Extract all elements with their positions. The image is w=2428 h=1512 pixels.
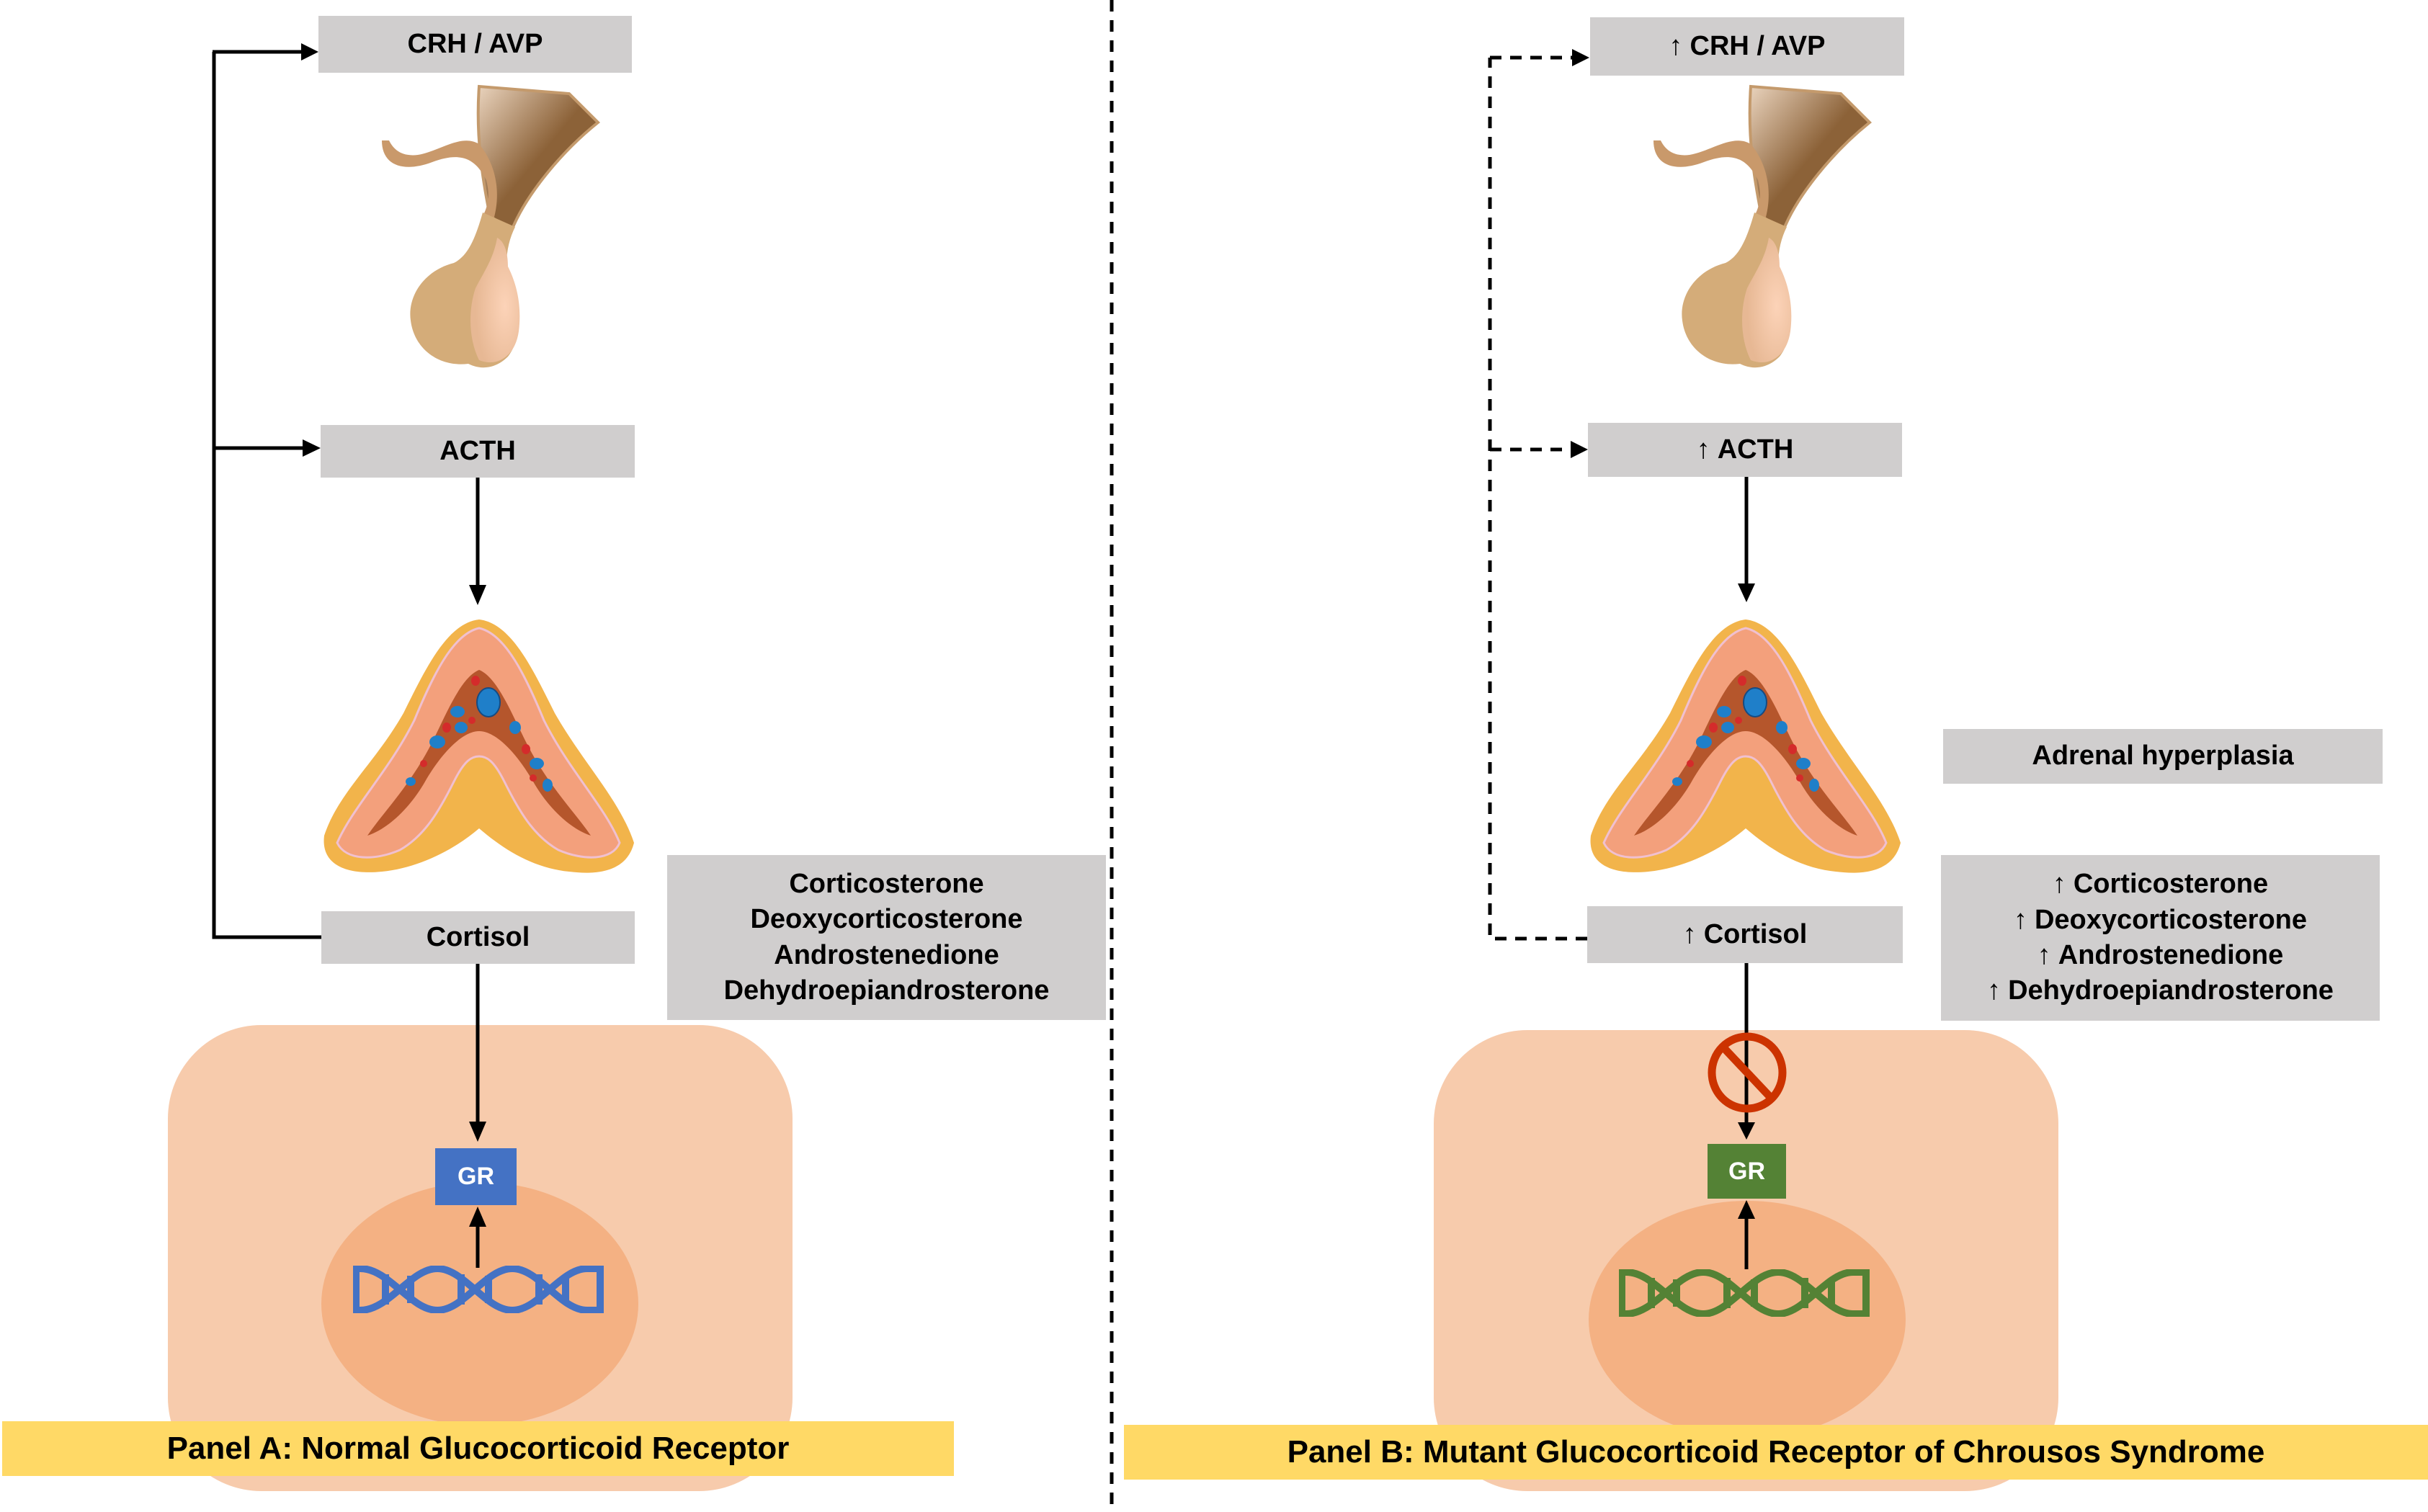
steroids-elevated-box: ↑Corticosterone ↑Deoxycorticosterone ↑An…: [1941, 855, 2380, 1021]
cortisol-label: Cortisol: [426, 921, 530, 952]
adrenal-hyperplasia-label: Adrenal hyperplasia: [2032, 741, 2294, 771]
steroid-item: ↑Corticosterone: [2052, 869, 2269, 900]
steroid-item: Androstenedione: [774, 939, 999, 970]
arrowhead: [1738, 583, 1755, 602]
arrowhead: [301, 43, 318, 61]
up-arrow-icon: ↑: [2013, 904, 2027, 935]
adrenal-hyperplasia-box: Adrenal hyperplasia: [1943, 729, 2383, 784]
up-arrow-icon: ↑: [2037, 940, 2051, 970]
crh-avp-label: CRH / AVP: [407, 28, 543, 59]
acth-elevated-box: ↑ ACTH: [1588, 423, 1902, 477]
steroid-item: ↑Dehydroepiandrosterone: [1987, 975, 2334, 1006]
feedback-line: [1488, 58, 1587, 941]
adrenal-gland-icon: [323, 619, 634, 873]
acth-label: ACTH: [1717, 434, 1794, 465]
gr-box-normal: GR: [435, 1148, 517, 1205]
panel-b-title-text: Panel B: Mutant Glucocorticoid Receptor …: [1287, 1434, 2265, 1469]
arrowhead: [1572, 49, 1589, 66]
steroids-box: Corticosterone Deoxycorticosterone Andro…: [667, 855, 1106, 1020]
pituitary-gland-icon: [1653, 84, 1872, 368]
up-arrow-icon: ↑: [2052, 869, 2066, 900]
acth-box: ACTH: [321, 425, 635, 478]
gr-label: GR: [1728, 1157, 1765, 1185]
cortisol-label: Cortisol: [1703, 918, 1808, 949]
arrowhead: [469, 585, 486, 605]
pituitary-gland-icon: [382, 84, 600, 368]
crh-avp-box: CRH / AVP: [318, 16, 632, 73]
arrowhead: [303, 439, 321, 457]
gr-box-mutant: GR: [1708, 1144, 1786, 1199]
panel-b-feedback-loop: [1488, 55, 1587, 941]
steroid-item: ↑Androstenedione: [2037, 940, 2284, 970]
feedback-line: [212, 52, 321, 939]
acth-label: ACTH: [439, 435, 516, 466]
adrenal-gland-hyperplastic-icon: [1590, 619, 1901, 873]
panel-a-title-text: Panel A: Normal Glucocorticoid Receptor: [166, 1431, 790, 1466]
up-arrow-icon: ↑: [1669, 30, 1683, 61]
steroid-item: Deoxycorticosterone: [750, 904, 1023, 935]
up-arrow-icon: ↑: [1682, 918, 1697, 949]
panel-b-nucleus: [1589, 1201, 1906, 1439]
panel-a-title: Panel A: Normal Glucocorticoid Receptor: [2, 1421, 954, 1476]
gr-label: GR: [458, 1163, 494, 1190]
arrowhead: [1571, 441, 1588, 458]
crh-avp-elevated-box: ↑ CRH / AVP: [1590, 17, 1904, 76]
crh-avp-label: CRH / AVP: [1690, 30, 1826, 61]
panel-a-feedback-loop: [212, 50, 321, 939]
steroid-item: Dehydroepiandrosterone: [723, 975, 1050, 1006]
cortisol-elevated-box: ↑ Cortisol: [1587, 906, 1903, 963]
up-arrow-icon: ↑: [1987, 975, 2001, 1006]
cortisol-box: Cortisol: [321, 911, 635, 964]
steroid-item: ↑Deoxycorticosterone: [2013, 904, 2307, 935]
steroid-item: Corticosterone: [789, 868, 984, 899]
dna-icon: [1619, 1269, 1870, 1317]
panel-b-title: Panel B: Mutant Glucocorticoid Receptor …: [1124, 1425, 2428, 1480]
up-arrow-icon: ↑: [1696, 434, 1710, 465]
dna-icon: [353, 1266, 604, 1313]
